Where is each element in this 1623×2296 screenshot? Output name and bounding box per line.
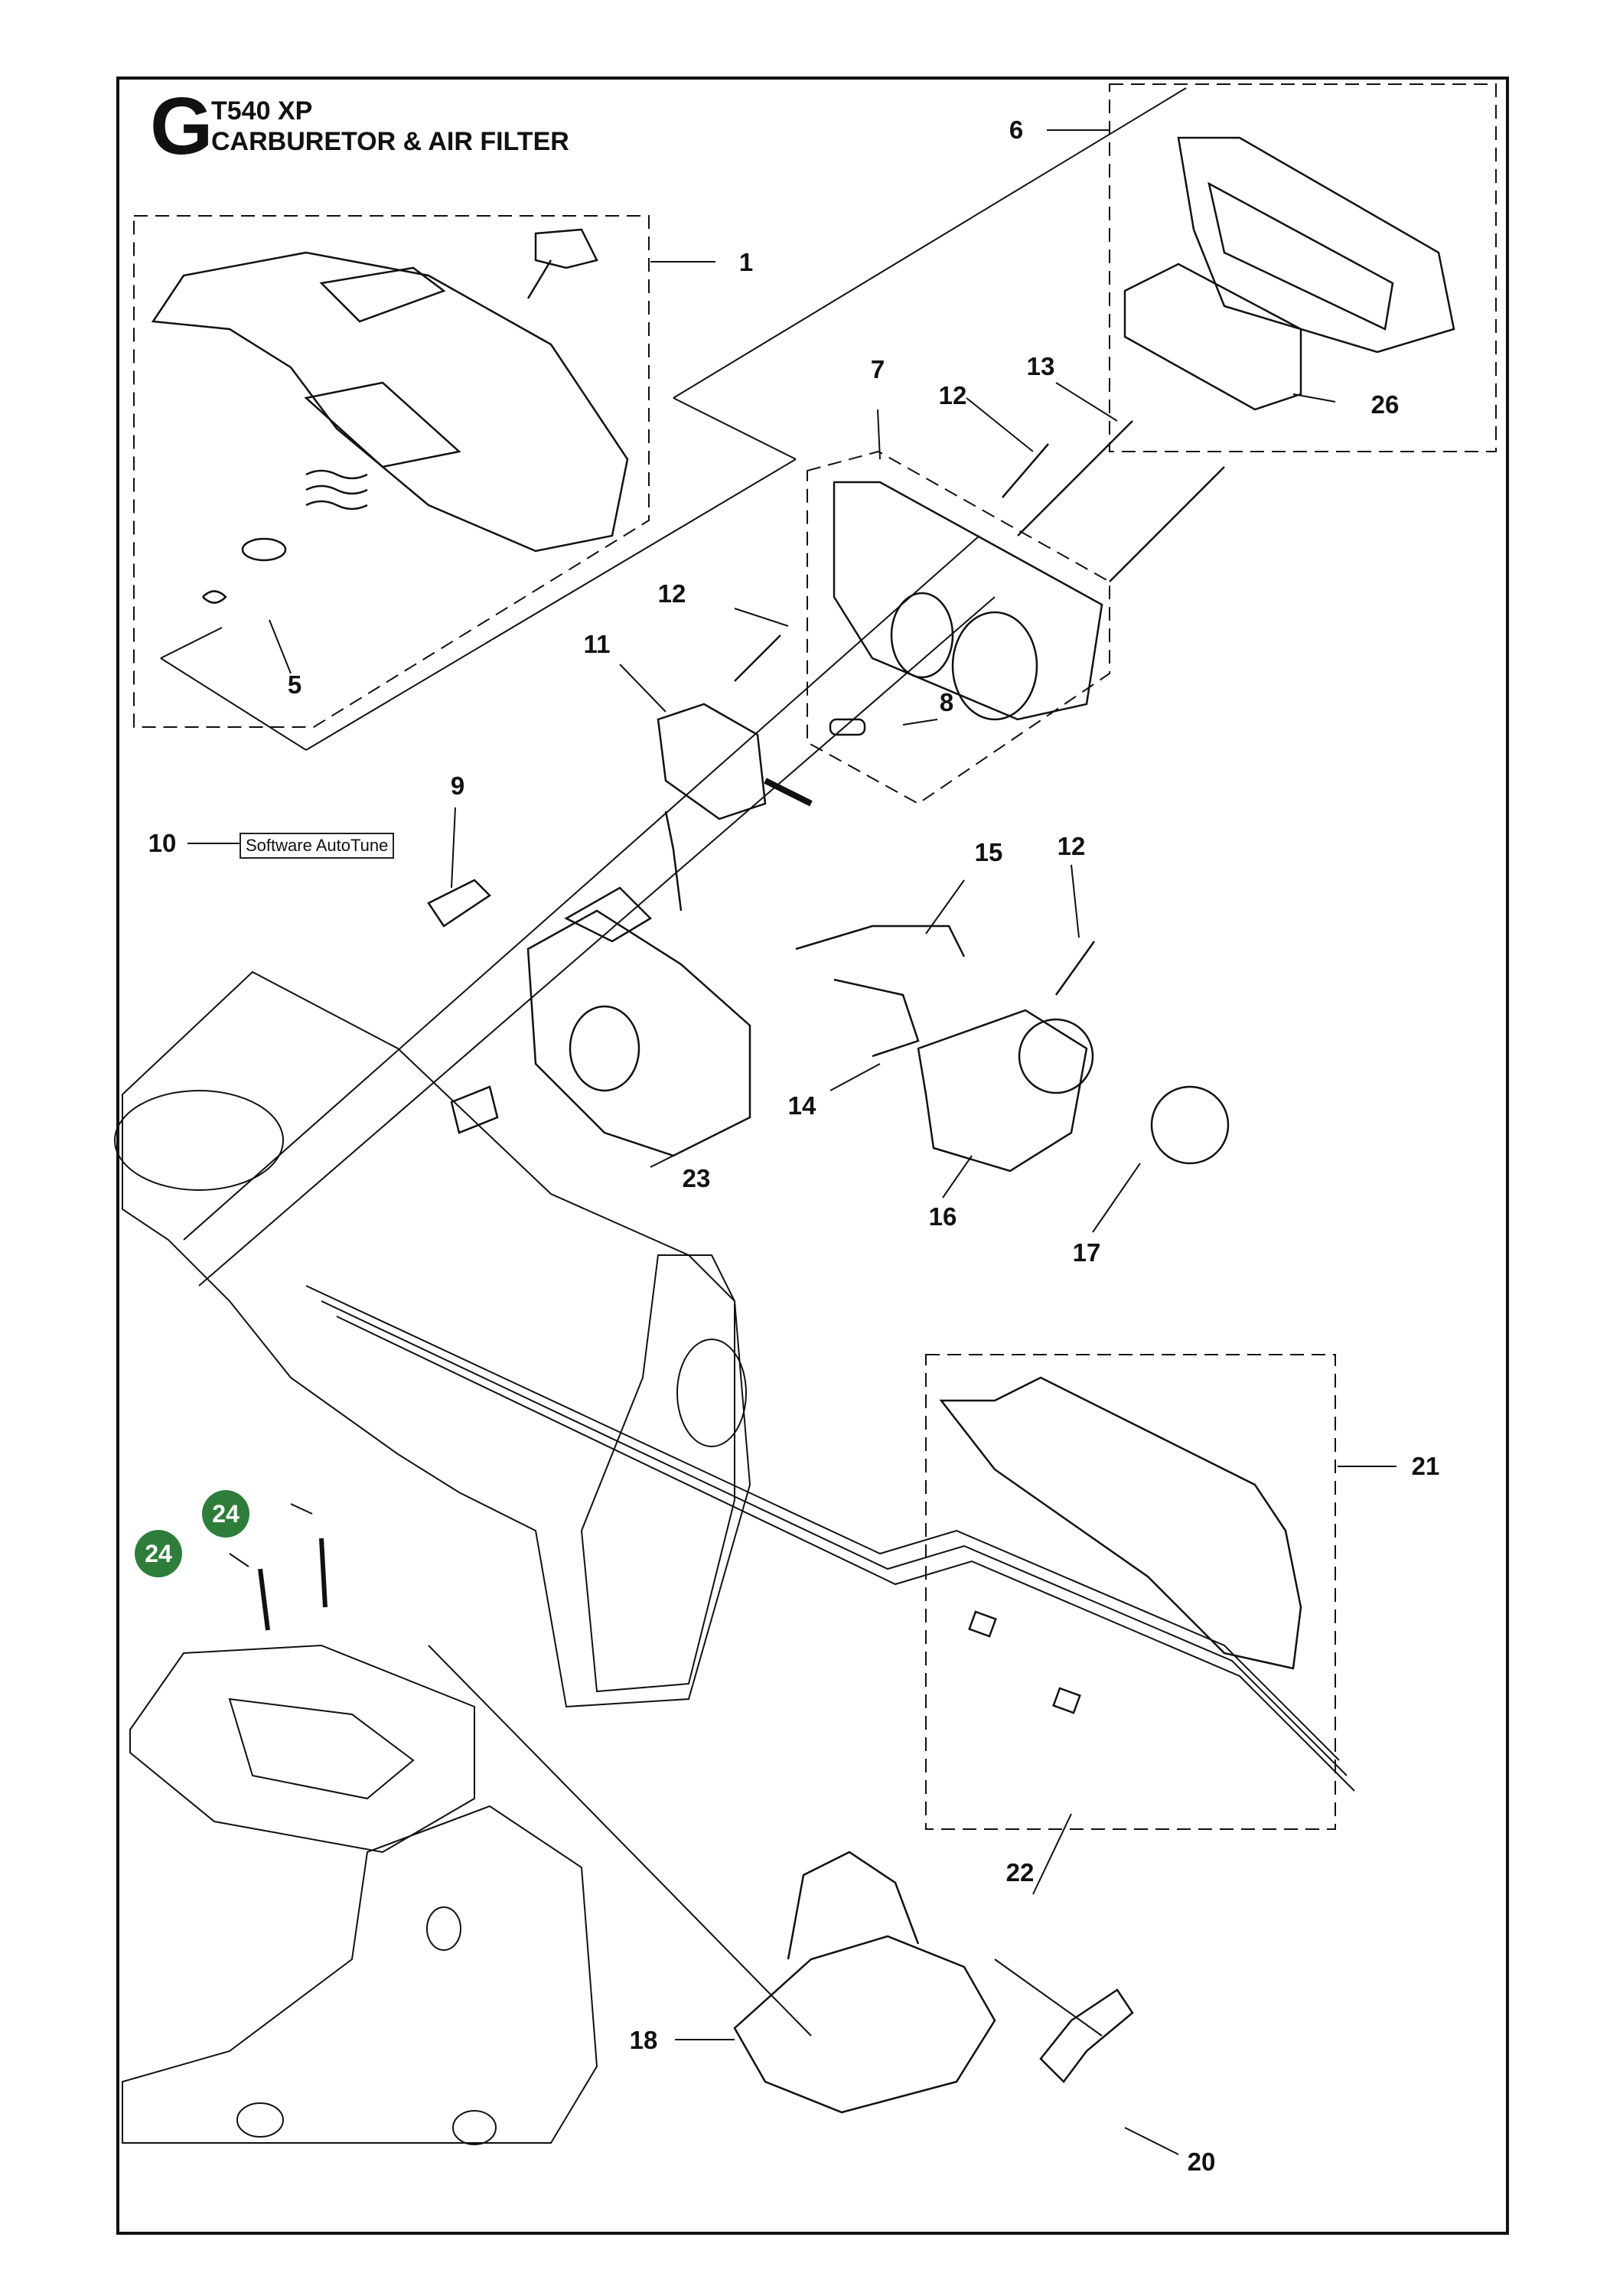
callout-9: 9 (450, 771, 465, 800)
model-name: T540 XP (211, 96, 313, 126)
callout-23: 23 (682, 1164, 711, 1192)
callout-15: 15 (974, 838, 1003, 866)
part-11-cable (664, 810, 683, 912)
bolt-12-mid (734, 634, 781, 682)
bolt-12-upper (1002, 443, 1049, 498)
callout-26: 26 (1370, 390, 1400, 419)
base-plate (122, 1644, 598, 2145)
part-23-screw (450, 1085, 499, 1134)
dashed-group-outlines (133, 83, 1497, 1830)
part-7-adapter-plate (833, 481, 1103, 721)
callout-11: 11 (583, 630, 611, 658)
callout-leaders (187, 129, 1396, 2155)
callout-6: 6 (1009, 116, 1024, 144)
leader-guide-lines (160, 87, 1355, 2037)
badge-24-lower: 24 (135, 1530, 182, 1577)
callout-12-lower: 12 (1057, 832, 1086, 860)
callout-13: 13 (1026, 352, 1055, 380)
part-22-nut-b (1052, 1687, 1081, 1714)
callout-8: 8 (939, 688, 954, 716)
callout-5: 5 (287, 670, 302, 699)
crankcase-housing (114, 970, 751, 1708)
callout-21: 21 (1411, 1452, 1440, 1480)
part-7-opening-right (951, 611, 1038, 721)
part-16-housing (917, 1009, 1088, 1172)
bolt-24-b (319, 1538, 328, 1608)
callout-17: 17 (1072, 1238, 1101, 1267)
bolt-12-lower (1054, 941, 1096, 996)
callout-12-upper: 12 (938, 381, 967, 409)
part-21-bracket (939, 1376, 1302, 1670)
part-14-hose (833, 978, 920, 1058)
callout-16: 16 (928, 1202, 957, 1231)
part-18-intake (733, 1851, 996, 2114)
bolt-13-a (1017, 420, 1133, 536)
part-17-primer-bulb (1150, 1085, 1230, 1165)
part-1-knob (526, 228, 598, 299)
callout-12-middle: 12 (657, 579, 686, 608)
callout-14: 14 (787, 1091, 816, 1120)
bolt-13-b (1109, 466, 1225, 582)
callout-18: 18 (629, 2026, 658, 2054)
callout-20: 20 (1187, 2148, 1216, 2176)
part-9-screw (427, 879, 491, 928)
section-letter: G (150, 81, 213, 171)
part-6-filter-housing (1177, 136, 1455, 354)
part-8-gasket (829, 718, 866, 736)
carburetor-body (526, 886, 751, 1157)
callout-10: 10 (148, 829, 177, 857)
part-1-cover-outline (151, 251, 629, 553)
washer (241, 537, 287, 562)
software-autotune-box: Software AutoTune (240, 833, 395, 859)
bolt-24-a (258, 1568, 270, 1631)
part-11-sensor (657, 703, 767, 820)
part-26-filter-element (1123, 263, 1302, 411)
part-22-nut-a (968, 1610, 997, 1638)
part-5-clip (202, 590, 227, 604)
badge-24-upper: 24 (202, 1490, 249, 1538)
part-11-threads (764, 778, 813, 807)
callout-7: 7 (870, 355, 885, 383)
part-7-opening-left (890, 592, 954, 679)
part-20-hose (1039, 1988, 1134, 2083)
part-1-spring (305, 469, 368, 510)
callout-22: 22 (1005, 1858, 1035, 1887)
part-15-hose (795, 925, 966, 957)
drawing-frame (116, 77, 1509, 2235)
part-16-ring (1018, 1018, 1094, 1094)
callout-1: 1 (738, 248, 754, 276)
section-title: CARBURETOR & AIR FILTER (211, 127, 569, 156)
